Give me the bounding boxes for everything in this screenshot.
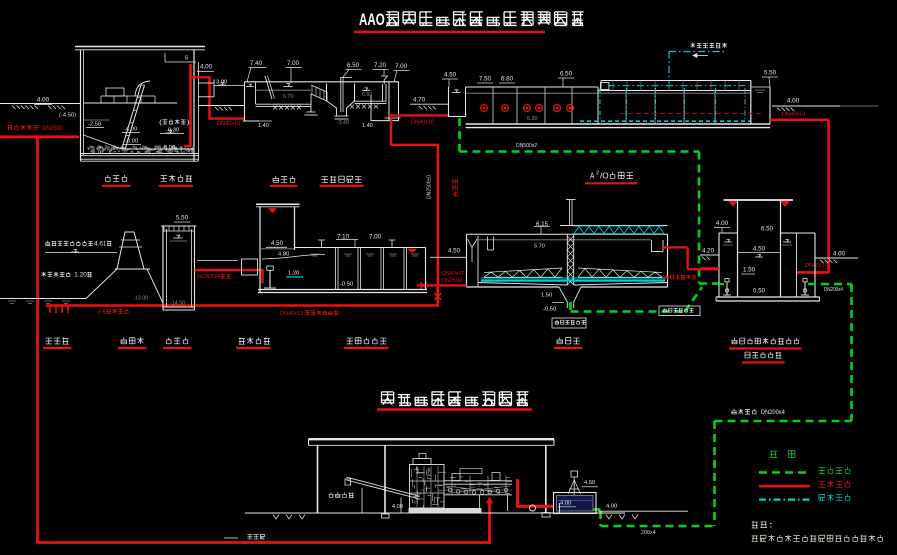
svg-text:7.40: 7.40 (250, 60, 263, 67)
svg-text:DN2500±0: DN2500±0 (426, 175, 432, 199)
svg-text:4.00: 4.00 (606, 503, 617, 509)
svg-text:DN500x2: DN500x2 (516, 143, 537, 149)
svg-text:A: A (590, 171, 595, 181)
svg-text:-3.40: -3.40 (337, 120, 349, 126)
svg-text:1.20: 1.20 (288, 270, 299, 276)
svg-text:-8.00: -8.00 (162, 145, 175, 151)
svg-text:6.80: 6.80 (501, 76, 514, 83)
svg-text:7.20: 7.20 (374, 62, 387, 69)
svg-text:4.50: 4.50 (753, 246, 766, 253)
svg-text:-4.00: -4.00 (124, 126, 137, 132)
svg-text:-0.30: -0.30 (166, 127, 179, 133)
svg-text:7.00: 7.00 (395, 63, 408, 70)
svg-text:): ) (187, 120, 190, 126)
svg-text:1.40: 1.40 (258, 123, 269, 129)
svg-text::: : (769, 520, 774, 530)
svg-text:0.50: 0.50 (753, 288, 766, 295)
svg-text:5.50: 5.50 (764, 70, 777, 77)
svg-text:-14.50: -14.50 (170, 300, 185, 306)
svg-text:3.5: 3.5 (97, 309, 106, 315)
svg-text:4.00: 4.00 (392, 504, 403, 510)
svg-text:-0.50: -0.50 (543, 306, 556, 312)
svg-text:4.80: 4.80 (278, 251, 289, 257)
svg-text:4.20: 4.20 (702, 248, 715, 255)
svg-text:DN2500: DN2500 (442, 278, 462, 284)
svg-text:4.00: 4.00 (37, 97, 50, 104)
svg-text:4.50: 4.50 (271, 240, 284, 247)
svg-text:DN40x12: DN40x12 (280, 311, 303, 317)
svg-text:5: 5 (185, 56, 188, 62)
svg-text:3xDN2500: 3xDN2500 (197, 274, 220, 280)
svg-text:-2.50: -2.50 (88, 121, 101, 127)
svg-text:4.70: 4.70 (413, 97, 426, 104)
svg-text:6.30: 6.30 (527, 116, 538, 122)
svg-text:DN40x10: DN40x10 (805, 263, 828, 269)
svg-text:4.00: 4.00 (787, 98, 800, 105)
svg-text:DN200x4: DN200x4 (824, 287, 843, 293)
svg-text:4.61: 4.61 (94, 242, 107, 248)
svg-text:-0.50: -0.50 (340, 281, 353, 287)
svg-text:(: ( (159, 120, 162, 126)
svg-text:7.00: 7.00 (287, 60, 300, 67)
svg-text:4.50: 4.50 (584, 480, 595, 486)
svg-text:5.70: 5.70 (534, 244, 545, 250)
svg-text:-13.00: -13.00 (133, 295, 148, 301)
svg-text:-6.00: -6.00 (125, 138, 138, 144)
svg-text:1.50: 1.50 (541, 292, 552, 298)
svg-text:4.50: 4.50 (448, 248, 461, 255)
svg-text:4.00: 4.00 (200, 64, 213, 71)
svg-text:1.50: 1.50 (743, 267, 756, 274)
svg-text:6.50: 6.50 (347, 62, 360, 69)
svg-text:7.50: 7.50 (479, 76, 492, 83)
svg-text:DN2500: DN2500 (43, 125, 63, 132)
svg-text:4.00: 4.00 (716, 220, 729, 227)
svg-text:AAO: AAO (359, 11, 385, 29)
svg-text:7.00: 7.00 (369, 234, 382, 241)
svg-text:5.50: 5.50 (176, 215, 189, 222)
svg-text:6.50: 6.50 (560, 71, 573, 78)
svg-text:2: 2 (596, 171, 599, 177)
svg-text:4.00: 4.00 (833, 251, 846, 258)
svg-text:DN40x10: DN40x10 (217, 121, 240, 127)
svg-text:7.10: 7.10 (337, 234, 350, 241)
svg-text:6.15: 6.15 (536, 221, 549, 228)
svg-text:4.50: 4.50 (444, 72, 457, 79)
svg-text:DN40x10: DN40x10 (411, 119, 434, 125)
svg-text:/O: /O (600, 171, 609, 181)
svg-text:6.60: 6.60 (362, 92, 372, 98)
svg-text:6.70: 6.70 (283, 94, 294, 100)
svg-text:1.20: 1.20 (74, 273, 87, 279)
svg-text:(-4.50): (-4.50) (59, 112, 76, 118)
svg-text:DN40x12: DN40x12 (442, 271, 464, 277)
svg-text:6.50: 6.50 (761, 226, 774, 233)
svg-text:1.40: 1.40 (362, 123, 373, 129)
svg-text:200x4: 200x4 (641, 530, 656, 536)
svg-text:DN40x10: DN40x10 (782, 112, 805, 118)
svg-text:4.00: 4.00 (560, 500, 571, 506)
svg-text:DN200x4: DN200x4 (761, 409, 785, 416)
